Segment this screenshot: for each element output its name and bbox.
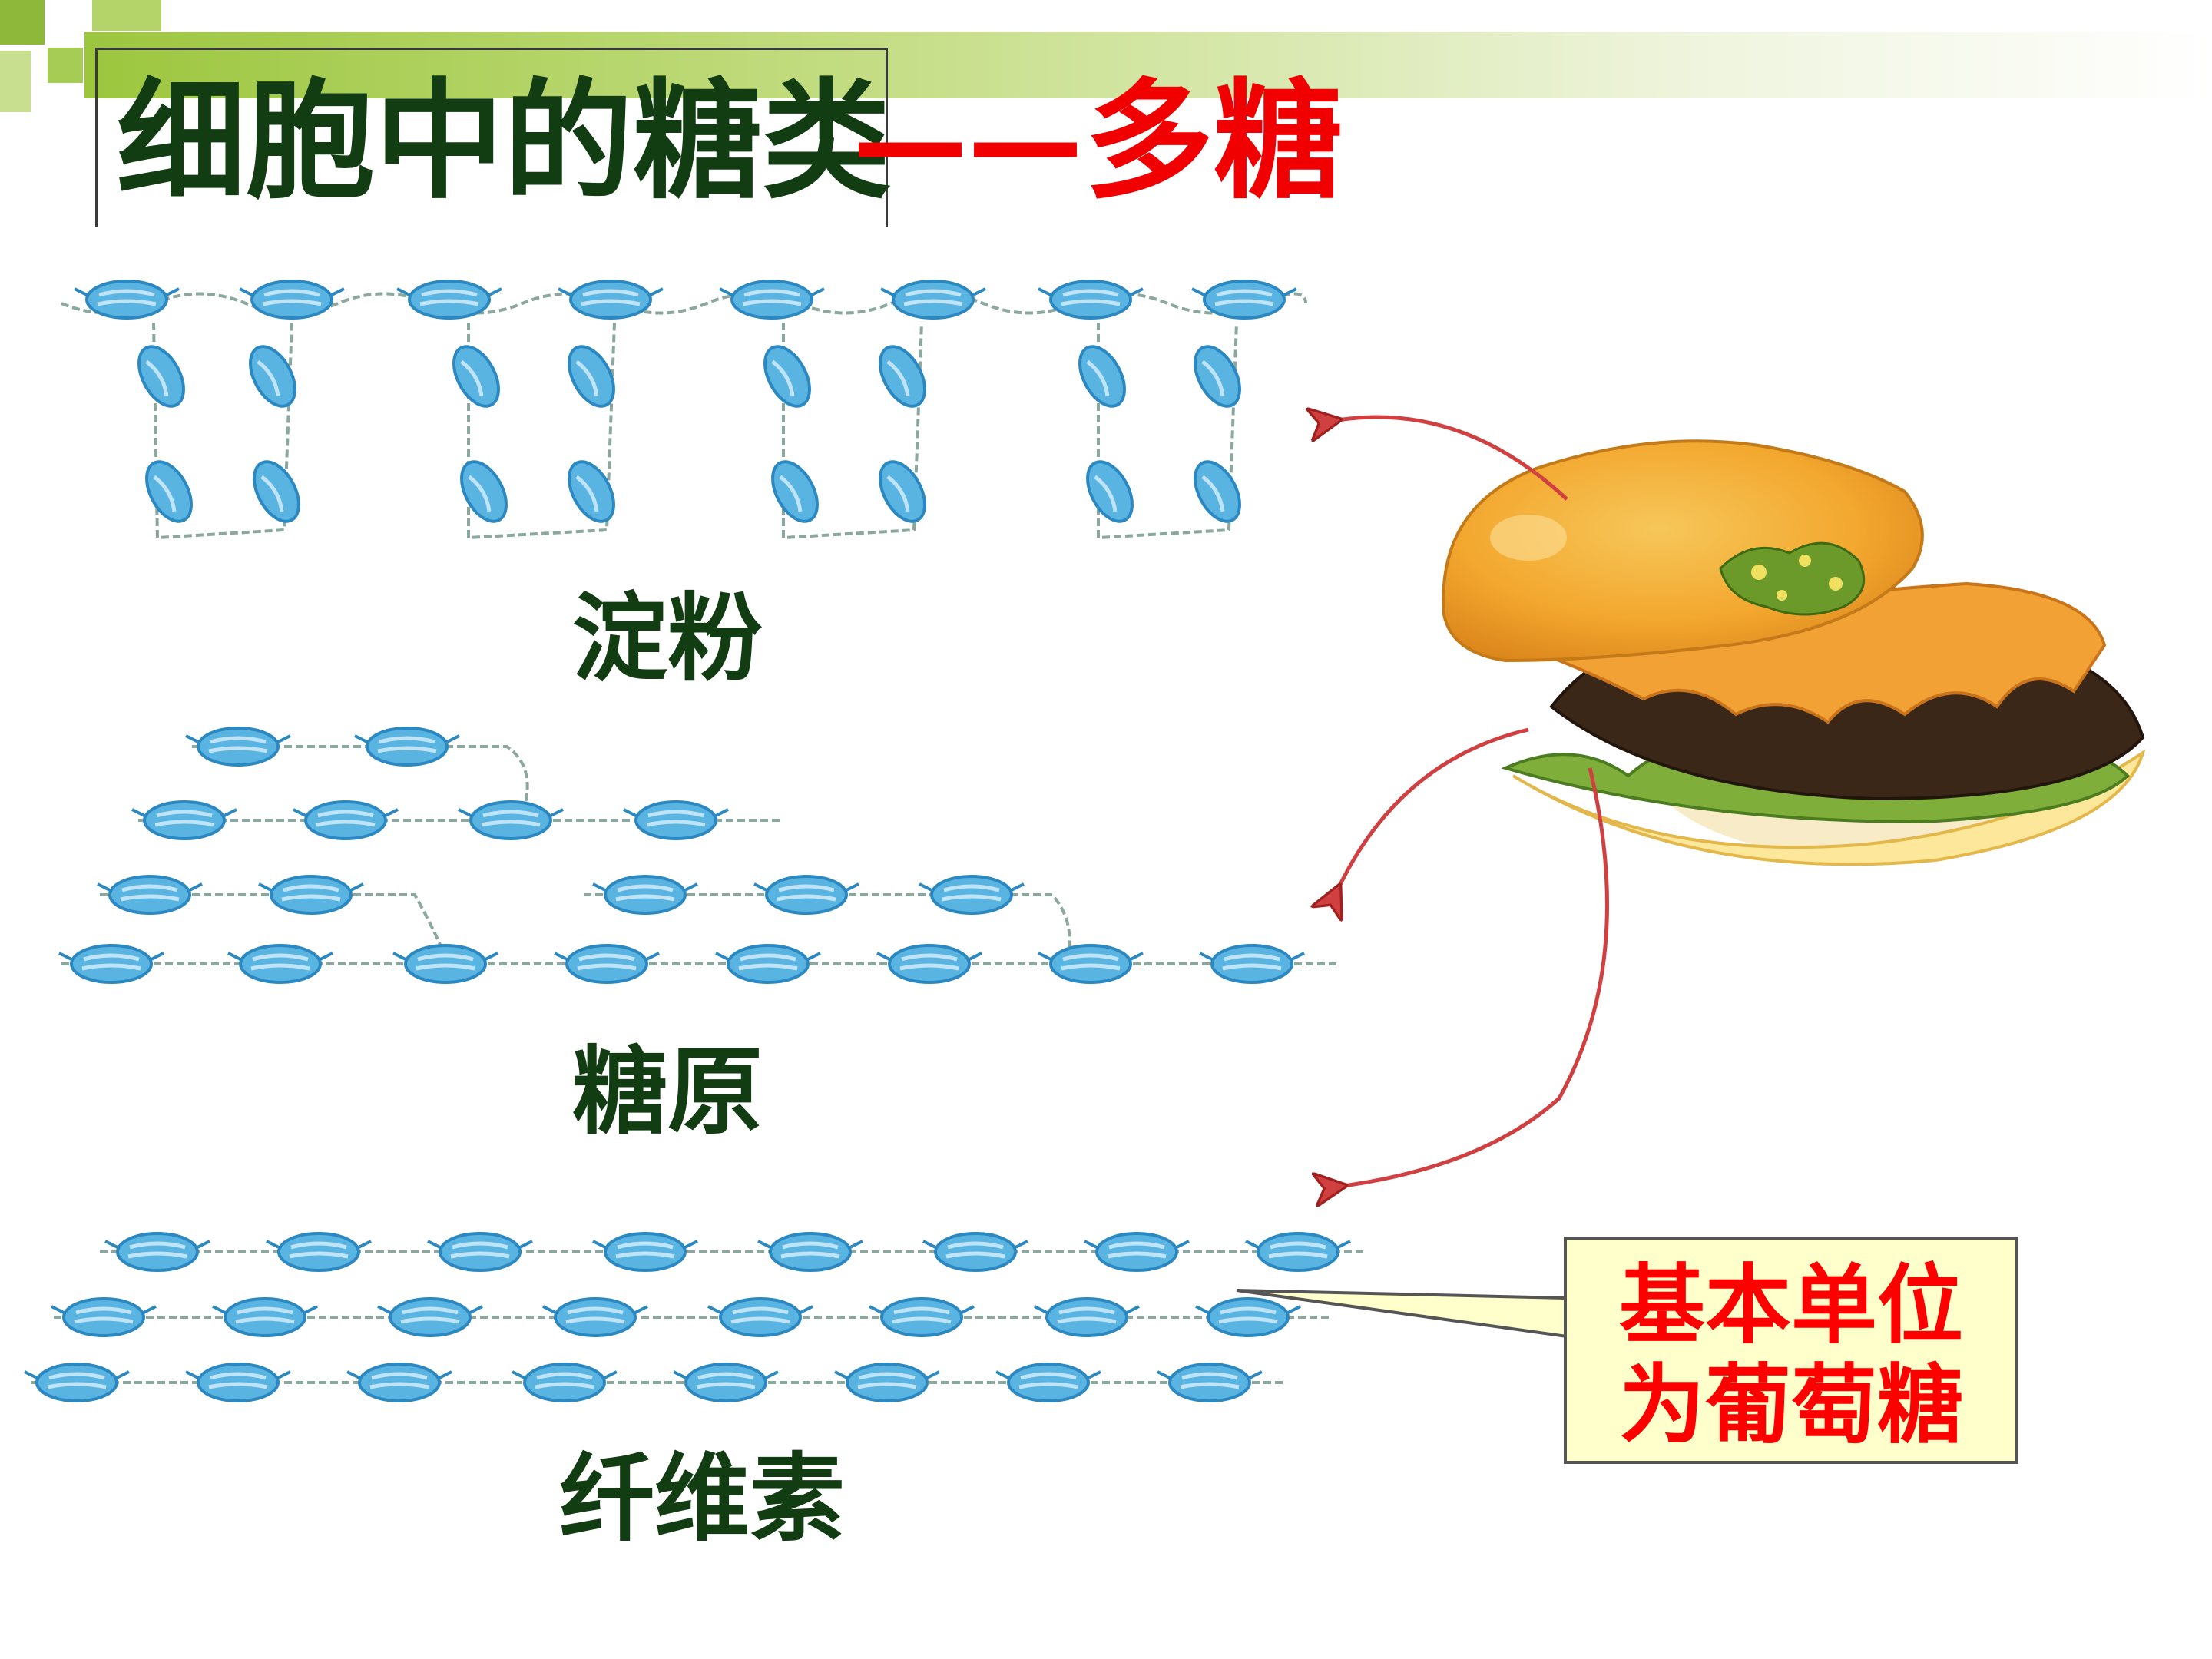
curved-arrow-icon	[1336, 727, 1529, 892]
glucose-unit-icon	[871, 339, 934, 414]
glucose-unit-icon	[1084, 1233, 1189, 1270]
glucose-unit-icon	[708, 1299, 813, 1336]
slide-subtitle: 多糖	[1084, 66, 1343, 217]
glucose-unit-icon	[543, 1299, 647, 1336]
glucose-unit-icon	[137, 455, 200, 529]
glucose-unit-icon	[228, 945, 333, 982]
slide-title: 细胞中的糖类	[117, 66, 891, 217]
glucose-unit-icon	[393, 945, 498, 982]
glucose-unit-icon	[213, 1299, 317, 1336]
glucose-unit-icon	[347, 1364, 452, 1401]
starch-helix	[152, 322, 1238, 540]
glucose-unit-icon	[593, 876, 697, 913]
glucose-unit-icon	[105, 1233, 210, 1270]
glucose-unit-icon	[241, 339, 304, 414]
glucose-unit-icon	[1186, 339, 1249, 414]
glucose-unit-icon	[130, 339, 193, 414]
cellulose-structure	[25, 1233, 1367, 1401]
glucose-unit-icon	[756, 339, 819, 414]
glucose-unit-icon	[919, 876, 1024, 913]
glucose-unit-icon	[1038, 945, 1143, 982]
starch-structure	[61, 281, 1307, 540]
glucose-unit-icon	[996, 1364, 1101, 1401]
glucose-unit-icon	[245, 455, 308, 529]
glucose-unit-icon	[593, 1233, 697, 1270]
glucose-unit-icon	[923, 1233, 1028, 1270]
glucose-unit-icon	[1196, 1299, 1300, 1336]
glucose-unit-icon	[1078, 455, 1141, 529]
glucose-unit-icon	[555, 945, 659, 982]
glucose-unit-icon	[877, 945, 982, 982]
glucose-unit-icon	[186, 728, 290, 765]
glucose-unit-icon	[428, 1233, 532, 1270]
glucose-unit-icon	[378, 1299, 482, 1336]
glucose-unit-icon	[871, 455, 934, 529]
glucose-unit-icon	[293, 802, 398, 839]
glucose-unit-icon	[512, 1364, 617, 1401]
glucose-unit-icon	[459, 802, 563, 839]
glucose-unit-icon	[240, 281, 344, 318]
glucose-unit-icon	[1157, 1364, 1262, 1401]
glucose-unit-icon	[1071, 339, 1134, 414]
glucose-unit-icon	[267, 1233, 371, 1270]
glucose-unit-icon	[881, 281, 985, 318]
glucose-unit-icon	[624, 802, 728, 839]
glucose-unit-icon	[445, 339, 508, 414]
glucose-unit-icon	[397, 281, 502, 318]
glucose-unit-icon	[98, 876, 202, 913]
glucose-unit-icon	[720, 281, 824, 318]
curved-arrow-icon	[1338, 767, 1609, 1187]
hamburger-icon	[1442, 439, 2146, 866]
curved-arrow-icon	[1333, 417, 1568, 501]
glucose-unit-icon	[835, 1364, 939, 1401]
glucose-unit-icon	[51, 1299, 156, 1336]
glucose-unit-icon	[259, 876, 363, 913]
title-dash: ——	[853, 75, 1083, 209]
glucose-unit-icon	[59, 945, 164, 982]
glucose-unit-icon	[25, 1364, 129, 1401]
callout-text-line-2: 为葡萄糖	[1619, 1356, 1963, 1455]
label-glycogen: 糖原	[572, 1037, 763, 1147]
glucose-unit-icon	[716, 945, 820, 982]
glucose-unit-icon	[132, 802, 237, 839]
glucose-unit-icon	[1035, 1299, 1139, 1336]
glucose-unit-icon	[452, 455, 515, 529]
callout-text-line-1: 基本单位	[1619, 1256, 1963, 1356]
glucose-unit-icon	[754, 876, 859, 913]
callout-box: 基本单位 为葡萄糖	[1564, 1237, 2018, 1464]
glucose-unit-icon	[763, 455, 826, 529]
glucose-unit-icon	[1186, 455, 1249, 529]
corner-square	[48, 48, 83, 83]
glucose-unit-icon	[674, 1364, 778, 1401]
title-frame	[95, 48, 888, 227]
label-cellulose: 纤维素	[559, 1444, 846, 1555]
glucose-unit-icon	[1246, 1233, 1350, 1270]
corner-square	[92, 0, 161, 31]
title-bar	[84, 32, 2212, 98]
glycogen-structure	[59, 728, 1336, 982]
glucose-unit-icon	[758, 1233, 863, 1270]
corner-square	[0, 0, 45, 45]
glucose-unit-icon	[355, 728, 459, 765]
corner-square	[0, 51, 31, 112]
glucose-unit-icon	[186, 1364, 290, 1401]
glucose-unit-icon	[1038, 281, 1143, 318]
glucose-unit-icon	[869, 1299, 974, 1336]
label-starch: 淀粉	[572, 584, 763, 694]
glucose-unit-icon	[1200, 945, 1304, 982]
glucose-unit-icon	[560, 455, 623, 529]
